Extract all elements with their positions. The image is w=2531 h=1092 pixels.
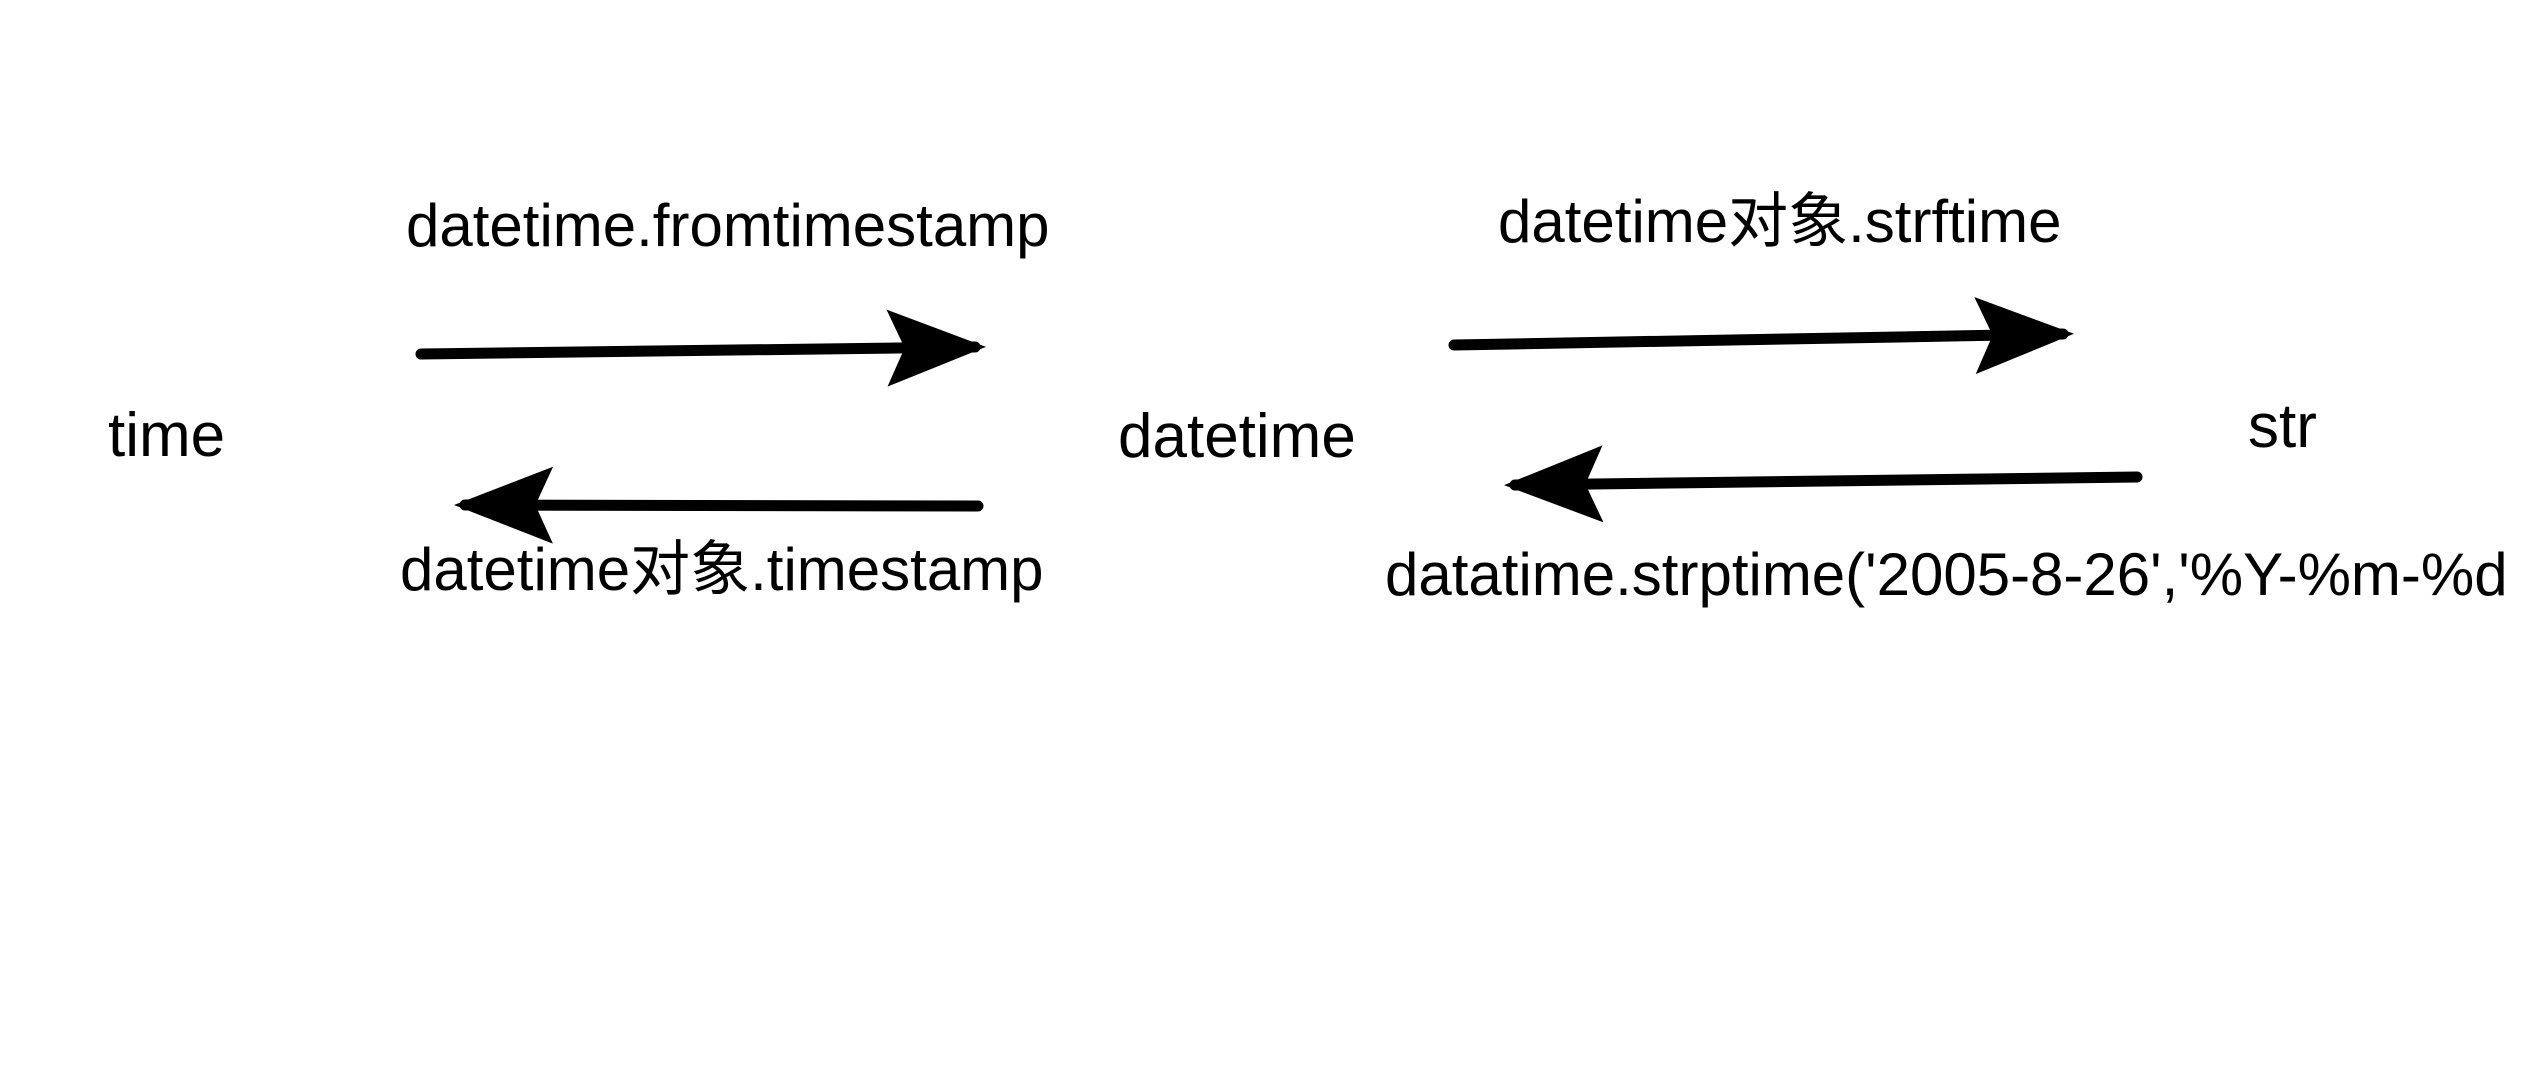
arrow-str-to-datetime bbox=[1504, 445, 2143, 523]
arrow-datetime-to-time bbox=[454, 466, 984, 544]
arrow-datetime-to-str bbox=[1448, 297, 2074, 375]
edge-label-time-to-datetime: datetime.fromtimestamp bbox=[406, 192, 1050, 259]
node-label-time: time bbox=[108, 401, 226, 470]
arrow-time-to-datetime bbox=[415, 309, 986, 387]
edge-label-datetime-to-time: datetime对象.timestamp bbox=[400, 536, 1044, 603]
edge-label-datetime-to-str: datetime对象.strftime bbox=[1498, 188, 2062, 255]
node-label-datetime: datetime bbox=[1118, 402, 1356, 471]
edge-label-str-to-datetime: datatime.strptime('2005-8-26','%Y-%m-%d bbox=[1385, 541, 2508, 608]
node-label-str: str bbox=[2248, 392, 2317, 461]
